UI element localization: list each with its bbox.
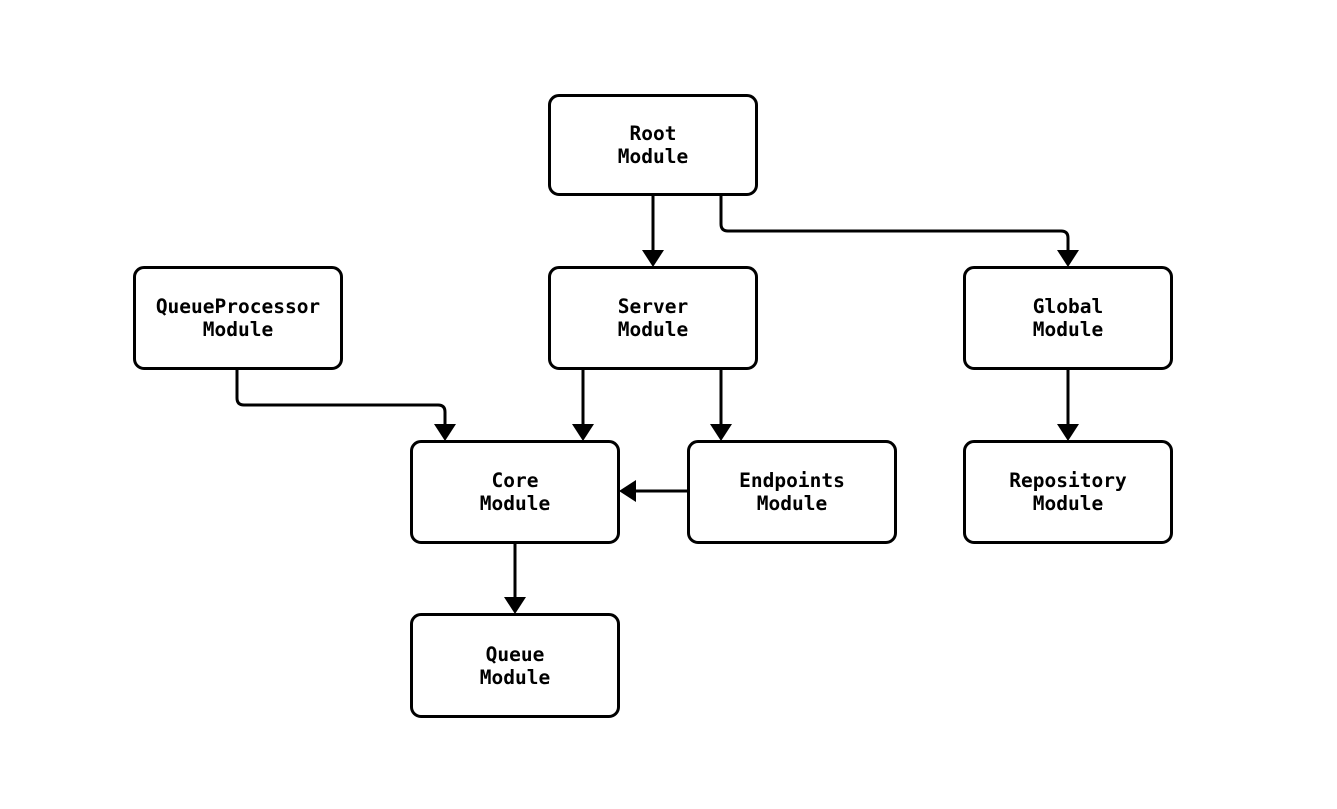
node-server-module-line2: Module: [617, 318, 689, 341]
node-queueprocessor-module-line1: QueueProcessor: [155, 295, 321, 318]
node-repository-module-line2: Module: [1032, 492, 1104, 515]
node-root-module-line1: Root: [629, 122, 677, 145]
node-global-module-line1: Global: [1032, 295, 1104, 318]
node-global-module-line2: Module: [1032, 318, 1104, 341]
node-queue-module-line1: Queue: [485, 642, 545, 666]
node-repository-module[interactable]: Repository Module: [963, 440, 1173, 544]
node-server-module-line1: Server: [617, 295, 689, 318]
node-core-module[interactable]: Core Module: [410, 440, 620, 544]
node-queueprocessor-module-line2: Module: [202, 318, 274, 341]
node-core-module-line1: Core: [491, 469, 539, 492]
edge-server-to-endpoints: [710, 370, 732, 441]
edge-server-to-core: [572, 370, 594, 441]
node-root-module-line2: Module: [617, 145, 689, 168]
node-endpoints-module-line1: Endpoints: [739, 469, 845, 492]
node-queue-module-line2: Module: [479, 665, 551, 689]
node-queueprocessor-module[interactable]: QueueProcessor Module: [133, 266, 343, 370]
edge-root-to-global: [719, 196, 1079, 267]
edge-global-to-repository: [1057, 370, 1079, 441]
edge-root-to-server: [642, 196, 664, 267]
edge-queueprocessor-to-core: [235, 370, 456, 441]
node-queue-module[interactable]: Queue Module: [410, 613, 620, 718]
node-global-module[interactable]: Global Module: [963, 266, 1173, 370]
node-repository-module-line1: Repository: [1009, 469, 1127, 492]
edge-core-to-queue: [504, 544, 526, 614]
node-endpoints-module[interactable]: Endpoints Module: [687, 440, 897, 544]
node-endpoints-module-line2: Module: [756, 492, 828, 515]
node-root-module[interactable]: Root Module: [548, 94, 758, 196]
node-server-module[interactable]: Server Module: [548, 266, 758, 370]
node-core-module-line2: Module: [479, 492, 551, 515]
edge-endpoints-to-core: [619, 480, 687, 502]
